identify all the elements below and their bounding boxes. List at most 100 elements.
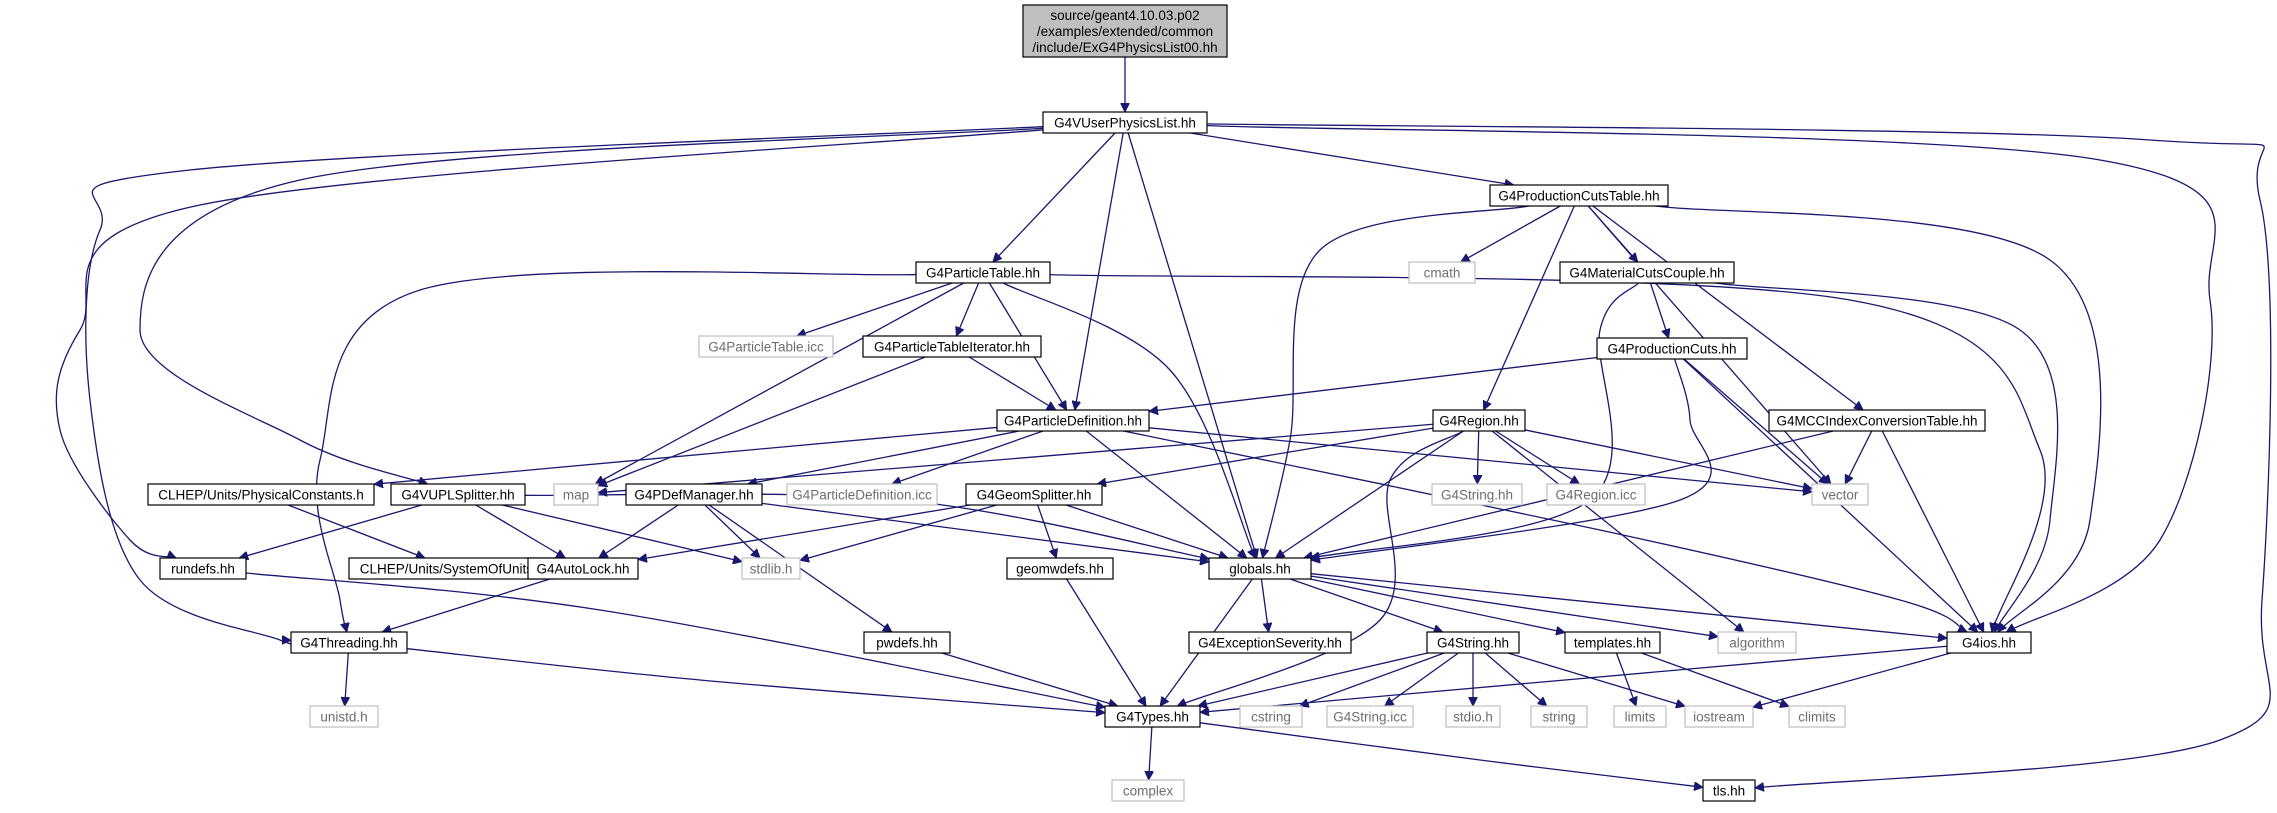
node-g4string[interactable]: G4String.hh <box>1426 631 1520 654</box>
node-limits[interactable]: limits <box>1613 705 1667 728</box>
node-box <box>1239 705 1303 728</box>
edge-g4region-to-g4stringhh_sys <box>1477 430 1478 484</box>
node-label: rundefs.hh <box>171 562 235 577</box>
node-g4productioncutstable[interactable]: G4ProductionCutsTable.hh <box>1489 184 1669 207</box>
node-physicalconstants[interactable]: CLHEP/Units/PhysicalConstants.h <box>147 483 375 506</box>
edge-rundefs-to-g4types <box>245 572 1105 707</box>
node-rundefs[interactable]: rundefs.hh <box>159 557 247 580</box>
node-box <box>625 483 763 506</box>
node-complex[interactable]: complex <box>1111 779 1185 802</box>
node-g4mccindex[interactable]: G4MCCIndexConversionTable.hh <box>1768 409 1986 432</box>
node-label: G4ParticleTable.hh <box>926 266 1040 281</box>
node-stdio[interactable]: stdio.h <box>1445 705 1501 728</box>
node-globals[interactable]: globals.hh <box>1208 557 1312 580</box>
node-g4threading[interactable]: G4Threading.hh <box>290 631 408 654</box>
node-label: G4Types.hh <box>1116 710 1189 725</box>
node-label: G4VUPLSplitter.hh <box>401 488 514 503</box>
node-g4particledefinition[interactable]: G4ParticleDefinition.hh <box>996 409 1150 432</box>
edge-globals-to-g4exceptionseverity <box>1260 578 1268 632</box>
node-box <box>863 631 951 654</box>
edge-g4region-to-g4regionicc <box>1495 430 1580 485</box>
node-box <box>1559 261 1735 284</box>
node-climits[interactable]: climits <box>1788 705 1846 728</box>
dependency-edges <box>55 57 2272 788</box>
edge-g4particletable-to-map <box>595 282 965 485</box>
node-g4particletable[interactable]: G4ParticleTable.hh <box>915 261 1051 284</box>
node-vector[interactable]: vector <box>1811 483 1869 506</box>
edge-g4string-to-iostream <box>1507 652 1685 706</box>
node-label: geomwdefs.hh <box>1016 562 1104 577</box>
node-g4autolock[interactable]: G4AutoLock.hh <box>527 557 639 580</box>
node-box <box>147 483 375 506</box>
node-label: G4ExceptionSeverity.hh <box>1198 636 1342 651</box>
node-label: G4ProductionCutsTable.hh <box>1498 189 1659 204</box>
edge-g4particledefinition-to-physicalconstants <box>374 426 998 484</box>
node-label: stdlib.h <box>750 562 793 577</box>
node-box <box>698 335 834 358</box>
node-iostream[interactable]: iostream <box>1684 705 1754 728</box>
node-g4exceptionseverity[interactable]: G4ExceptionSeverity.hh <box>1188 631 1352 654</box>
node-templates[interactable]: templates.hh <box>1564 631 1661 654</box>
node-g4ios[interactable]: G4ios.hh <box>1946 631 2032 654</box>
node-box <box>1006 557 1114 580</box>
node-g4vuplsplitter[interactable]: G4VUPLSplitter.hh <box>390 483 526 506</box>
node-label: G4PDefManager.hh <box>634 488 753 503</box>
node-label: stdio.h <box>1453 710 1493 725</box>
node-g4regionicc[interactable]: G4Region.icc <box>1546 483 1646 506</box>
node-g4particledefinitionicc[interactable]: G4ParticleDefinition.icc <box>786 483 938 506</box>
node-root[interactable]: source/geant4.10.03.p02/examples/extende… <box>1022 4 1228 58</box>
node-box <box>1530 705 1588 728</box>
node-cstring[interactable]: cstring <box>1239 705 1303 728</box>
node-label: source/geant4.10.03.p02 <box>1050 8 1199 23</box>
node-g4types[interactable]: G4Types.hh <box>1104 705 1201 728</box>
node-tls[interactable]: tls.hh <box>1702 779 1756 802</box>
edge-g4autolock-to-g4threading <box>382 578 550 632</box>
node-algorithm[interactable]: algorithm <box>1717 631 1797 654</box>
node-box <box>1042 111 1208 134</box>
node-g4particletableiterator[interactable]: G4ParticleTableIterator.hh <box>862 335 1042 358</box>
node-box <box>390 483 526 506</box>
node-label: templates.hh <box>1574 636 1651 651</box>
edge-g4pdefmanager-to-stdlib <box>704 504 760 558</box>
node-box <box>1426 631 1520 654</box>
node-box <box>1564 631 1661 654</box>
node-stdlib[interactable]: stdlib.h <box>741 557 801 580</box>
edge-g4materialcutscouple-to-g4productioncuts <box>1649 282 1668 338</box>
node-box <box>309 705 379 728</box>
node-label: globals.hh <box>1229 562 1291 577</box>
edge-g4region-to-algorithm <box>1491 430 1744 632</box>
node-g4vuserphysicslist[interactable]: G4VUserPhysicsList.hh <box>1042 111 1208 134</box>
node-label: limits <box>1625 710 1656 725</box>
node-g4geomsplitter[interactable]: G4GeomSplitter.hh <box>965 483 1103 506</box>
edge-g4geomsplitter-to-stdlib <box>800 504 997 560</box>
edge-g4particletableiterator-to-map <box>598 356 926 486</box>
node-box <box>862 335 1042 358</box>
node-box <box>1188 631 1352 654</box>
node-g4productioncuts[interactable]: G4ProductionCuts.hh <box>1596 337 1748 360</box>
node-label: string <box>1542 710 1575 725</box>
node-box <box>1432 409 1526 432</box>
node-label: G4Threading.hh <box>300 636 398 651</box>
node-map[interactable]: map <box>553 483 599 506</box>
edge-g4string-to-string <box>1484 652 1547 706</box>
node-geomwdefs[interactable]: geomwdefs.hh <box>1006 557 1114 580</box>
node-systemofunits[interactable]: CLHEP/Units/SystemOfUnits.h <box>348 557 556 580</box>
node-pwdefs[interactable]: pwdefs.hh <box>863 631 951 654</box>
node-string[interactable]: string <box>1530 705 1588 728</box>
edge-g4region-to-g4geomsplitter <box>1097 427 1434 484</box>
node-box <box>1445 705 1501 728</box>
node-g4stringhh_sys[interactable]: G4String.hh <box>1431 483 1523 506</box>
node-cmath[interactable]: cmath <box>1408 261 1476 284</box>
edge-g4particledefinition-to-g4pdefmanager <box>748 430 1020 484</box>
node-box <box>1111 779 1185 802</box>
edge-g4vuserphysicslist-to-g4threading <box>85 126 1044 646</box>
node-unistd[interactable]: unistd.h <box>309 705 379 728</box>
node-label: pwdefs.hh <box>876 636 938 651</box>
node-g4particletableicc[interactable]: G4ParticleTable.icc <box>698 335 834 358</box>
node-g4stringicc[interactable]: G4String.icc <box>1326 705 1414 728</box>
node-g4region[interactable]: G4Region.hh <box>1432 409 1526 432</box>
node-g4pdefmanager[interactable]: G4PDefManager.hh <box>625 483 763 506</box>
node-g4materialcutscouple[interactable]: G4MaterialCutsCouple.hh <box>1559 261 1735 284</box>
node-box <box>915 261 1051 284</box>
edge-g4mccindex-to-g4ios <box>1881 430 1985 632</box>
